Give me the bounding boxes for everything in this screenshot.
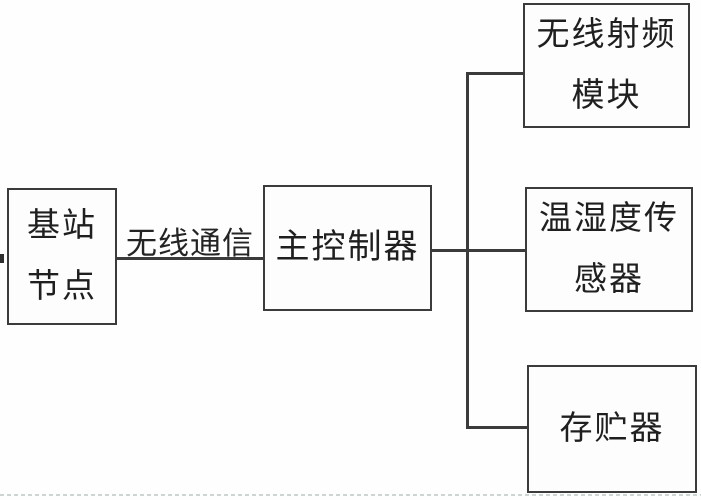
node-rf-module-line1: 无线射频 — [536, 17, 677, 54]
edge-base-to-controller-line — [117, 257, 263, 260]
node-rf-module-line2: 模块 — [571, 77, 642, 114]
edge-branch-to-storage-line — [466, 426, 529, 429]
node-storage-label: 存贮器 — [559, 410, 665, 447]
scan-artifact-dotted-line — [0, 494, 701, 496]
node-storage: 存贮器 — [527, 365, 697, 493]
node-base-station-line1: 基站 — [27, 208, 97, 245]
scan-artifact-left-mark — [0, 254, 4, 263]
node-temp-humidity-sensor: 温湿度传 感器 — [525, 187, 693, 312]
node-rf-module: 无线射频 模块 — [523, 3, 690, 128]
node-main-controller: 主控制器 — [263, 185, 432, 311]
node-temp-humidity-sensor-line2: 感器 — [574, 261, 644, 298]
edge-controller-to-sensor-line — [432, 249, 527, 252]
node-base-station-line2: 节点 — [27, 268, 97, 305]
node-base-station: 基站 节点 — [7, 188, 117, 325]
edge-branch-to-rf-line — [466, 72, 525, 75]
node-main-controller-label: 主控制器 — [275, 229, 420, 267]
edge-wireless-link-label: 无线通信 — [126, 226, 254, 261]
edge-branch-trunk-line — [466, 72, 469, 429]
node-temp-humidity-sensor-line1: 温湿度传 — [539, 201, 679, 238]
